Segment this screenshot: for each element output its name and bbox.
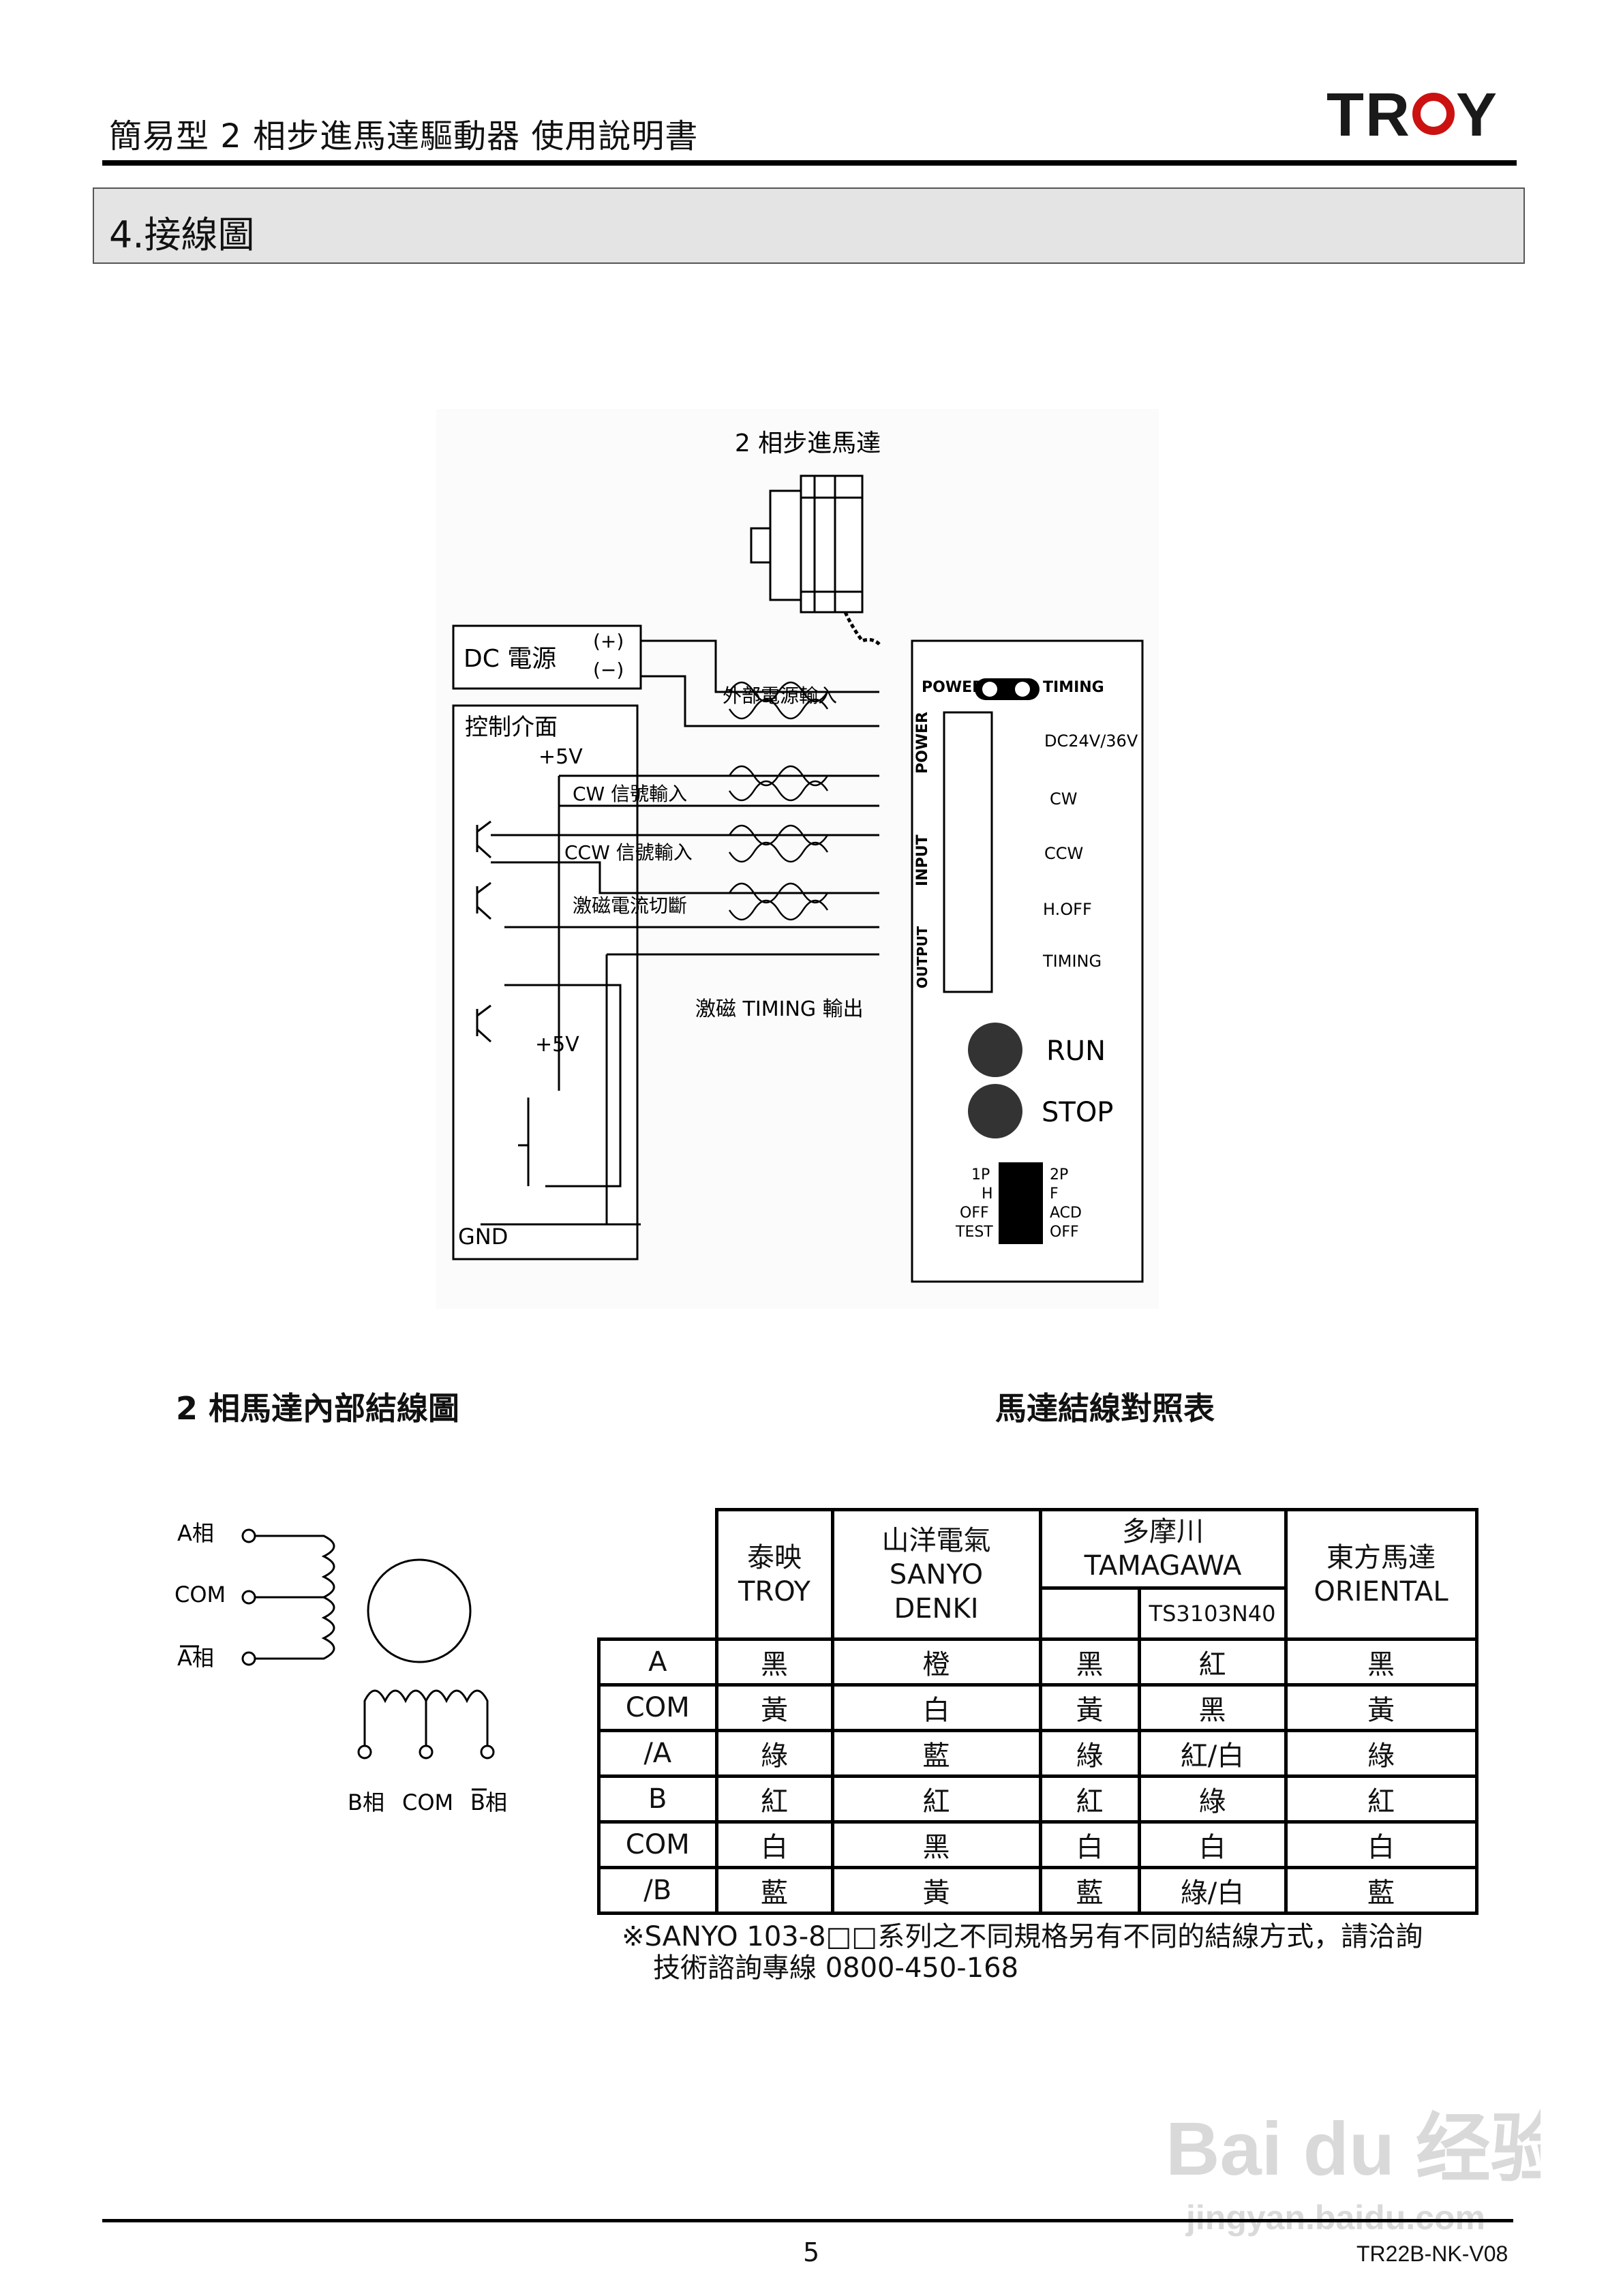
signal-wires <box>481 639 879 1226</box>
wiring-table-title: 馬達結線對照表 <box>995 1390 1215 1427</box>
dc-minus-label: (−) <box>593 659 624 681</box>
header-divider <box>102 160 1517 166</box>
dip-switch <box>999 1162 1043 1244</box>
table-note-line1: ※SANYO 103-8□□系列之不同規格另有不同的結線方式，請洽詢 <box>622 1921 1423 1952</box>
a-phase-label: A相 <box>177 1520 214 1546</box>
plus5v-label-top: +5V <box>539 745 583 769</box>
power-led-label: POWER <box>922 679 984 696</box>
stop-knob <box>968 1084 1022 1138</box>
baidu-watermark: Bai du 经验 jingyan.baidu.com <box>1166 2107 1541 2237</box>
timing-led-label: TIMING <box>1043 679 1104 696</box>
watermark-url: jingyan.baidu.com <box>1185 2199 1485 2237</box>
section-title: 4.接線圖 <box>109 213 255 256</box>
dip-left-2: H <box>982 1185 993 1203</box>
dip-right-1: 2P <box>1050 1166 1068 1183</box>
hoff-signal-label: 激磁電流切斷 <box>573 894 687 917</box>
header-tamagawa-blank <box>1038 1586 1141 1641</box>
cw-signal-label: CW 信號輸入 <box>573 783 687 805</box>
term-ccw-label: CCW <box>1044 844 1083 863</box>
stepper-motor <box>750 474 864 614</box>
header-tamagawa-model: TS3103N40 <box>1137 1586 1288 1641</box>
b-phase-label: B相 <box>348 1789 384 1815</box>
transistors <box>476 820 492 1043</box>
com-label-a: COM <box>175 1582 226 1607</box>
page-number: 5 <box>803 2237 820 2267</box>
com-label-b: COM <box>402 1789 453 1815</box>
stop-label: STOP <box>1042 1097 1113 1128</box>
motor-label: 2 相步進馬達 <box>735 429 881 457</box>
document-code: TR22B-NK-V08 <box>1356 2241 1508 2266</box>
term-cw-label: CW <box>1050 789 1078 809</box>
table-note-line2: 技術諮詢專線 0800-450-168 <box>653 1952 1019 1984</box>
internal-wiring-diagram: A相 COM A相 B相 COM B相 <box>175 1520 507 1815</box>
bbar-phase-label: B相 <box>470 1789 507 1815</box>
run-knob <box>968 1023 1022 1077</box>
timing-output-label: 激磁 TIMING 輸出 <box>695 997 864 1021</box>
driver-unit: POWER TIMING DC24V/36V CW CCW H.OFF TIMI… <box>911 639 1144 1283</box>
group-output-label: OUTPUT <box>914 926 930 988</box>
wiring-diagram: 2 相步進馬達 DC 電源 (+) (−) 控制介面 +5V +5V GND <box>436 409 1159 1309</box>
internal-wiring-title: 2 相馬達內部結線圖 <box>176 1390 460 1427</box>
abar-phase-label: A相 <box>177 1645 214 1671</box>
group-power-label: POWER <box>914 712 931 774</box>
term-timing-label: TIMING <box>1042 952 1102 971</box>
control-interface-label: 控制介面 <box>465 714 558 741</box>
rotor-circle <box>367 1558 472 1663</box>
watermark-text: Bai du 经验 <box>1166 2107 1541 2191</box>
ccw-signal-label: CCW 信號輸入 <box>564 841 693 864</box>
run-label: RUN <box>1046 1036 1106 1067</box>
dip-left-4: TEST <box>955 1224 993 1241</box>
gnd-label: GND <box>458 1224 508 1250</box>
twisted-pairs <box>728 681 829 921</box>
dc-source-label: DC 電源 <box>464 645 556 673</box>
dip-right-3: ACD <box>1050 1205 1082 1222</box>
dc-source-box <box>452 624 642 690</box>
footer-divider <box>102 2219 1513 2222</box>
term-dc-label: DC24V/36V <box>1044 731 1138 751</box>
term-hoff-label: H.OFF <box>1043 900 1092 919</box>
dip-left-1: 1P <box>971 1166 990 1183</box>
ext-power-label: 外部電源輸入 <box>723 684 837 707</box>
group-input-label: INPUT <box>914 834 931 886</box>
dip-left-3: OFF <box>960 1205 989 1222</box>
dip-right-4: OFF <box>1050 1224 1079 1241</box>
section-heading-box <box>93 187 1525 264</box>
dc-plus-label: (+) <box>593 630 624 652</box>
dip-right-2: F <box>1050 1185 1059 1203</box>
document-header-title: 簡易型 2 相步進馬達驅動器 使用說明書 <box>109 117 699 155</box>
plus5v-label-bottom: +5V <box>535 1033 579 1057</box>
